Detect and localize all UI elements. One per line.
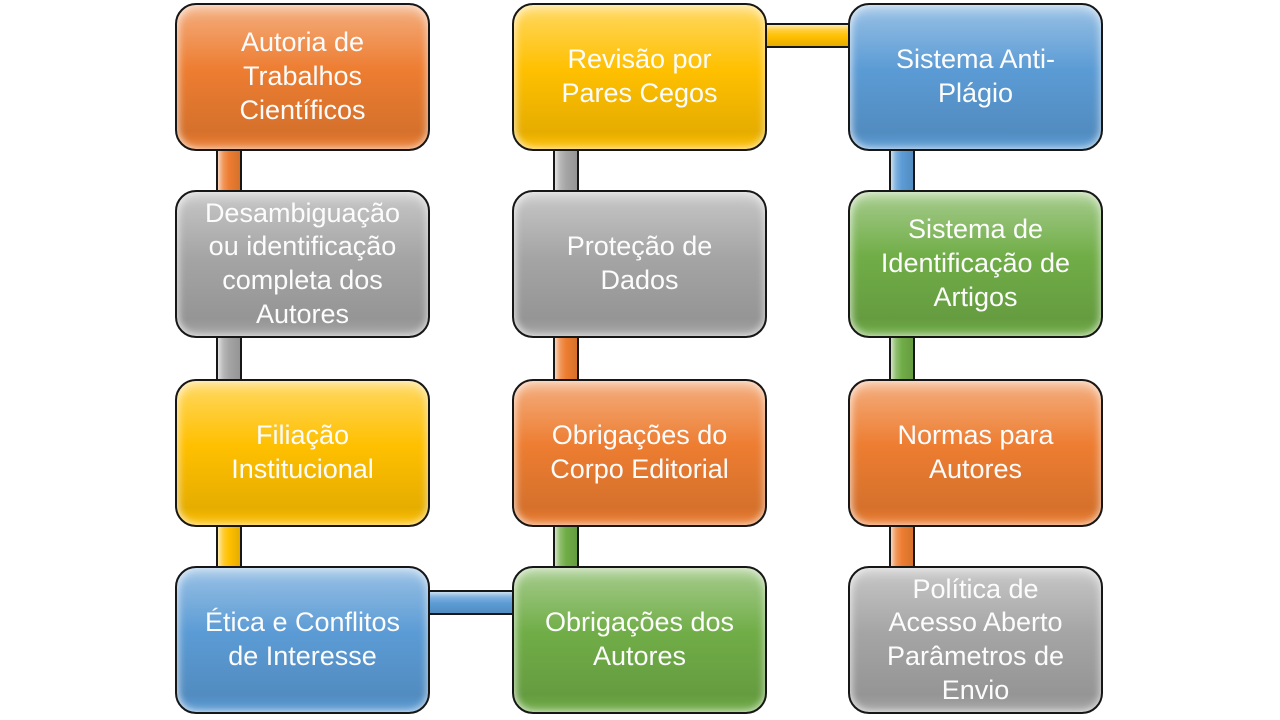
connector-etica-obrigacoes-autores — [420, 590, 520, 615]
node-obrigacoes-corpo-editorial: Obrigações do Corpo Editorial — [512, 379, 767, 527]
node-label: Autoria de Trabalhos Científicos — [239, 27, 366, 125]
node-label: Obrigações dos Autores — [544, 607, 735, 671]
node-label: Sistema de Identificação de Artigos — [880, 214, 1071, 312]
node-label: Proteção de Dados — [566, 231, 713, 295]
node-protecao-de-dados: Proteção de Dados — [512, 190, 767, 338]
node-label: Obrigações do Corpo Editorial — [550, 420, 729, 484]
node-label: Ética e Conflitos de Interesse — [204, 607, 401, 671]
node-label: Filiação Institucional — [231, 420, 374, 484]
node-obrigacoes-dos-autores: Obrigações dos Autores — [512, 566, 767, 714]
node-sistema-anti-plagio: Sistema Anti- Plágio — [848, 3, 1103, 151]
connector-revisao-antiplagio — [758, 23, 856, 48]
node-etica-conflitos-interesse: Ética e Conflitos de Interesse — [175, 566, 430, 714]
connector-obrigacoes-autores-editorial — [553, 520, 579, 572]
node-normas-para-autores: Normas para Autores — [848, 379, 1103, 527]
node-label: Revisão por Pares Cegos — [561, 44, 718, 108]
node-sistema-identificacao-artigos: Sistema de Identificação de Artigos — [848, 190, 1103, 338]
node-revisao-pares-cegos: Revisão por Pares Cegos — [512, 3, 767, 151]
node-politica-acesso-aberto-envio: Política de Acesso Aberto Parâmetros de … — [848, 566, 1103, 714]
node-label: Sistema Anti- Plágio — [895, 44, 1056, 108]
connector-antiplagio-identificacao — [889, 142, 915, 196]
connector-identificacao-normas — [889, 330, 915, 385]
node-label: Desambiguação ou identificação completa … — [204, 197, 401, 329]
node-label: Política de Acesso Aberto Parâmetros de … — [886, 573, 1065, 705]
connector-autoria-desambiguacao — [216, 142, 242, 196]
node-desambiguacao-autores: Desambiguação ou identificação completa … — [175, 190, 430, 338]
node-autoria-trabalhos-cientificos: Autoria de Trabalhos Científicos — [175, 3, 430, 151]
connector-normas-politica — [889, 520, 915, 572]
connector-desambiguacao-filiacao — [216, 330, 242, 385]
node-label: Normas para Autores — [897, 420, 1054, 484]
connector-protecao-revisao — [553, 142, 579, 196]
node-filiacao-institucional: Filiação Institucional — [175, 379, 430, 527]
connector-filiacao-etica — [216, 520, 242, 572]
connector-obrigacoes-editorial-protecao — [553, 330, 579, 385]
